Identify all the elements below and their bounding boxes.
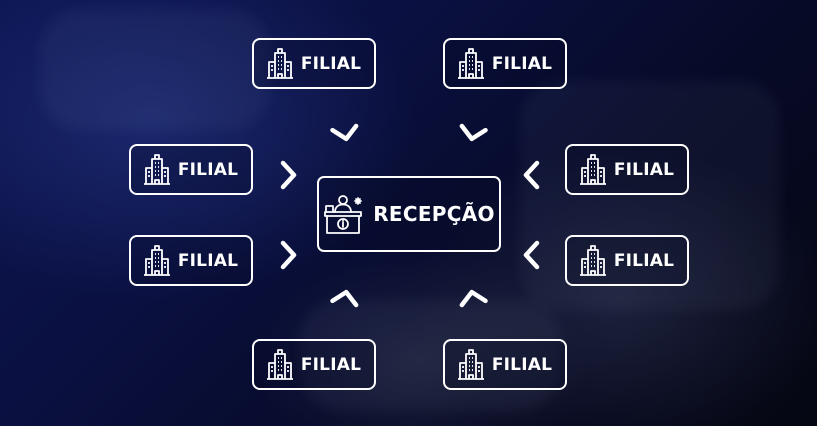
branch-label: FILIAL xyxy=(491,53,553,74)
connector-chevron-lower-right xyxy=(518,240,548,270)
branch-label: FILIAL xyxy=(300,53,362,74)
reception-box: RECEPÇÃO xyxy=(317,176,501,252)
branch-label: FILIAL xyxy=(300,354,362,375)
connector-chevron-top-left xyxy=(330,117,360,147)
branch-label: FILIAL xyxy=(613,159,675,180)
reception-desk-icon xyxy=(324,195,363,234)
background-shape xyxy=(520,80,780,310)
branch-label: FILIAL xyxy=(491,354,553,375)
connector-chevron-bottom-right xyxy=(458,284,488,314)
reception-label: RECEPÇÃO xyxy=(373,202,495,226)
branch-box-lower-right: FILIAL xyxy=(565,235,689,286)
building-icon xyxy=(266,348,293,380)
building-icon xyxy=(266,47,293,79)
background-shape xyxy=(40,10,270,130)
building-icon xyxy=(457,47,484,79)
branch-label: FILIAL xyxy=(177,159,239,180)
building-icon xyxy=(457,348,484,380)
connector-chevron-bottom-left xyxy=(330,284,360,314)
branch-box-lower-left: FILIAL xyxy=(129,235,253,286)
branch-box-bottom-right: FILIAL xyxy=(443,339,567,390)
branch-box-upper-left: FILIAL xyxy=(129,144,253,195)
branch-label: FILIAL xyxy=(177,250,239,271)
connector-chevron-upper-right xyxy=(518,160,548,190)
branch-box-upper-right: FILIAL xyxy=(565,144,689,195)
building-icon xyxy=(579,244,606,276)
background-shape xyxy=(300,300,560,410)
branch-box-top-left: FILIAL xyxy=(252,38,376,89)
connector-chevron-lower-left xyxy=(272,240,302,270)
building-icon xyxy=(579,153,606,185)
branch-label: FILIAL xyxy=(613,250,675,271)
branch-box-top-right: FILIAL xyxy=(443,38,567,89)
branch-box-bottom-left: FILIAL xyxy=(252,339,376,390)
connector-chevron-upper-left xyxy=(272,160,302,190)
building-icon xyxy=(143,244,170,276)
connector-chevron-top-right xyxy=(458,117,488,147)
building-icon xyxy=(143,153,170,185)
